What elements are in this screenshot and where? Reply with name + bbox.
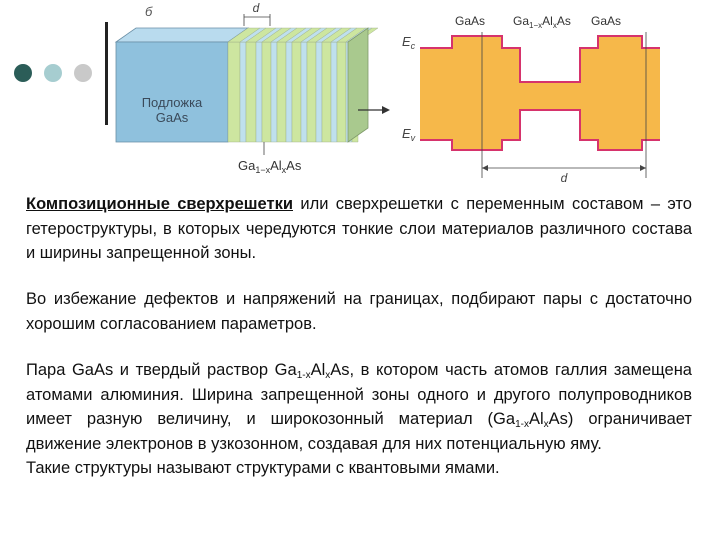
panel-letter: б — [145, 4, 153, 19]
conclusion-line: Такие структуры называют структурами с к… — [26, 459, 500, 477]
dot-light-teal — [44, 64, 62, 82]
superlattice-layer — [227, 41, 241, 143]
definition-text: или сверхрешетки с переменным составом –… — [26, 195, 692, 262]
term-bold: Композиционные сверхрешетки — [26, 195, 293, 213]
arrow-icon — [358, 106, 390, 114]
block-side-face — [347, 27, 369, 143]
superlattice-layer — [261, 41, 272, 143]
superlattice-layer — [315, 41, 323, 143]
superlattice-layer — [300, 41, 308, 143]
superlattice-layer — [276, 41, 287, 143]
substrate-face — [115, 41, 229, 143]
period-label: d — [253, 1, 260, 15]
paragraph-defects: Во избежание дефектов и напряжений на гр… — [26, 290, 692, 333]
band-gap-region — [420, 36, 660, 150]
paragraph-quantum-wells: Пара GaAs и твердый раствор Ga1-xAlxAs, … — [26, 361, 692, 477]
band-header: GaAs Ga1−xAlxAs GaAs — [455, 14, 621, 30]
dot-dark — [14, 64, 32, 82]
superlattice-figure: б Подложка GaAs d Ga1−xAlxAs Ec Ev GaAs … — [114, 1, 660, 185]
superlattice-layer — [239, 41, 247, 143]
svg-text:GaAs: GaAs — [455, 14, 485, 28]
dot-gray — [74, 64, 92, 82]
band-period-label: d — [561, 171, 568, 185]
superlattice-layer — [336, 41, 347, 143]
superlattice-layer — [291, 41, 302, 143]
svg-text:Ga1−xAlxAs: Ga1−xAlxAs — [513, 14, 571, 30]
superlattice-layer — [255, 41, 263, 143]
superlattice-layer — [245, 41, 257, 143]
vertical-divider — [105, 22, 108, 125]
conduction-band-edge — [420, 35, 660, 83]
superlattice-layer — [285, 41, 293, 143]
alloy-label: Ga1−xAlxAs — [238, 158, 302, 175]
svg-text:GaAs: GaAs — [591, 14, 621, 28]
substrate-label-2: GaAs — [156, 110, 189, 125]
substrate-label-1: Подложка — [142, 95, 203, 110]
superlattice-layer — [306, 41, 317, 143]
ev-label: Ev — [402, 126, 416, 143]
layer-block — [114, 27, 379, 143]
superlattice-layer — [330, 41, 338, 143]
superlattice-layer — [270, 41, 278, 143]
ec-label: Ec — [402, 34, 416, 51]
band-diagram: d — [420, 32, 660, 185]
superlattice-layer — [321, 41, 332, 143]
valence-band-edge — [420, 109, 660, 151]
paragraph-definition: Композиционные сверхрешетки или сверхреш… — [26, 192, 692, 266]
